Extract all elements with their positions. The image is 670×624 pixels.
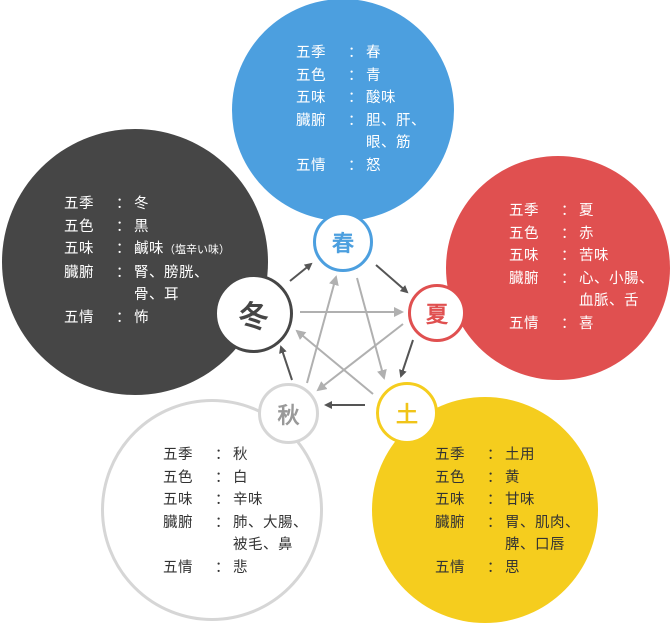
value: 黄 [505, 469, 520, 486]
label: 五色 [509, 225, 539, 242]
value: 胃、肌肉、 [505, 514, 580, 531]
label: 五情 [296, 157, 326, 174]
label: 五色 [435, 469, 465, 486]
label: 五季 [64, 196, 94, 212]
arrow-autumn-to-winter [279, 345, 293, 381]
summer-circle [446, 156, 670, 380]
value: 夏 [579, 203, 594, 219]
spring-circle [232, 0, 454, 221]
label: 臓腑 [64, 264, 94, 281]
winter-circle [2, 129, 268, 395]
value: 土用 [505, 447, 535, 463]
label: 五味 [163, 492, 193, 508]
spring-info: 五季：春 五色：青 五味：酸味 臓腑：胆、肝、 眼、筋 五情：怒 [296, 42, 426, 177]
value: 腎、膀胱、 [134, 264, 209, 281]
label: 五季 [296, 45, 326, 61]
taste-note: （塩辛い味） [164, 243, 230, 256]
value: 思 [505, 559, 520, 576]
spring-node: 春 [313, 212, 373, 272]
label: 五色 [163, 469, 193, 486]
value: 骨、耳 [134, 287, 179, 303]
value: 甘味 [505, 492, 535, 508]
label: 五季 [163, 447, 193, 463]
autumn-node: 秋 [258, 383, 319, 444]
value: 冬 [134, 196, 149, 212]
earth-node: 土 [376, 382, 438, 444]
value: 眼、筋 [366, 135, 411, 151]
value: 肺、大腸、 [233, 514, 308, 531]
label: 五情 [64, 309, 94, 326]
arrow-earth-to-winter [295, 329, 374, 395]
earth-info: 五季：土用 五色：黄 五味：甘味 臓腑：胃、肌肉、 脾、口唇 五情：思 [435, 444, 580, 579]
winter-node-label: 冬 [238, 299, 269, 335]
summer-node: 夏 [408, 284, 466, 342]
autumn-node-label: 秋 [277, 403, 300, 429]
label: 五味 [64, 241, 94, 257]
value: 酸味 [366, 90, 396, 106]
value: 秋 [233, 447, 248, 463]
winter-node: 冬 [214, 274, 293, 353]
value: 被毛、鼻 [233, 537, 293, 553]
value: 怒 [366, 157, 381, 174]
earth-node-label: 土 [395, 403, 418, 428]
label: 五味 [296, 90, 326, 106]
label: 五情 [163, 559, 193, 576]
label: 五味 [435, 492, 465, 508]
label: 五季 [509, 203, 539, 219]
value: 悲 [233, 559, 248, 576]
label: 臓腑 [509, 270, 539, 287]
value: 脾、口唇 [505, 537, 565, 553]
spring-node-label: 春 [331, 232, 354, 257]
value: 黒 [134, 218, 149, 235]
arrow-summer-to-autumn [316, 323, 404, 392]
label: 臓腑 [163, 514, 193, 531]
value: 春 [366, 45, 381, 61]
value: 苦味 [579, 248, 609, 264]
summer-node-label: 夏 [425, 303, 448, 328]
value: 鹹味 [134, 241, 164, 257]
label: 五情 [435, 559, 465, 576]
arrow-summer-to-earth [399, 339, 414, 378]
label: 五色 [64, 218, 94, 235]
label: 臓腑 [435, 514, 465, 531]
value: 血脈、舌 [579, 293, 639, 309]
arrow-spring-to-summer [375, 264, 409, 294]
arrow-winter-to-spring [289, 262, 313, 282]
value: 赤 [579, 225, 594, 242]
value: 心、小腸、 [579, 270, 654, 287]
label: 臓腑 [296, 112, 326, 129]
value: 白 [233, 469, 248, 486]
label: 五味 [509, 248, 539, 264]
label: 五色 [296, 67, 326, 84]
value: 怖 [134, 309, 149, 326]
label: 五情 [509, 315, 539, 332]
label: 五季 [435, 447, 465, 463]
winter-info: 五季：冬 五色：黒 五味：鹹味（塩辛い味） 臓腑：腎、膀胱、 骨、耳 五情：怖 [64, 193, 230, 329]
value: 喜 [579, 315, 594, 332]
arrow-spring-to-earth [356, 277, 387, 380]
value: 辛味 [233, 492, 263, 508]
arrow-autumn-to-spring [306, 275, 339, 384]
autumn-info: 五季：秋 五色：白 五味：辛味 臓腑：肺、大腸、 被毛、鼻 五情：悲 [163, 444, 308, 579]
value: 胆、肝、 [366, 112, 426, 129]
value: 青 [366, 67, 381, 84]
summer-info: 五季：夏 五色：赤 五味：苦味 臓腑：心、小腸、 血脈、舌 五情：喜 [509, 200, 654, 335]
